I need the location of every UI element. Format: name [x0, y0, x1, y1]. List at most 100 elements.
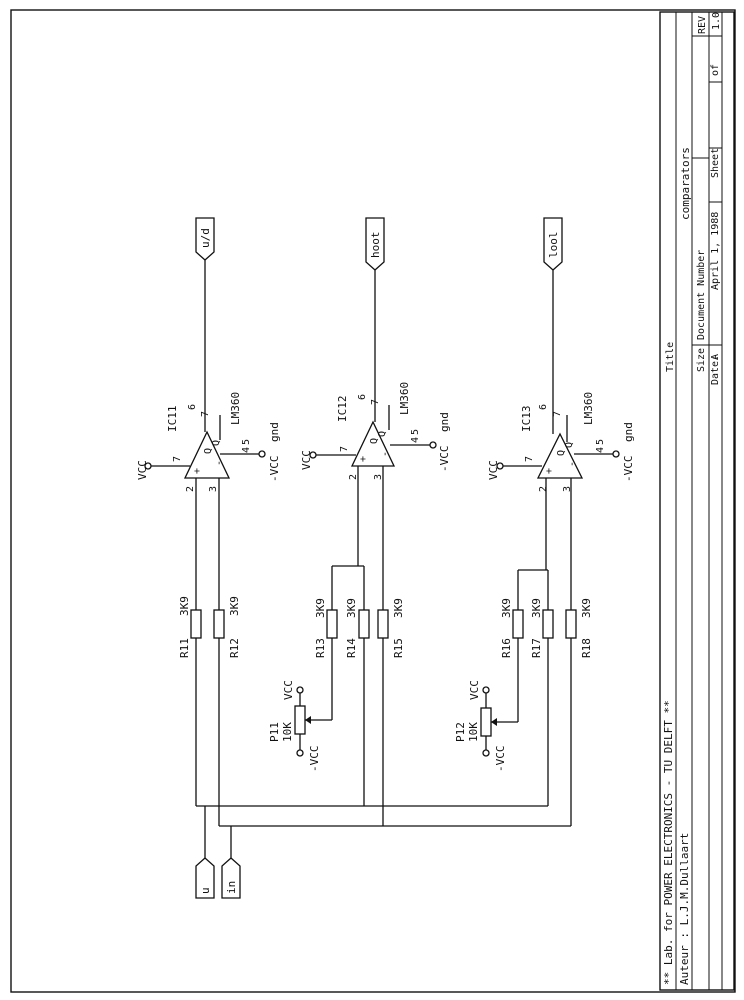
- svg-text:R17: R17: [530, 638, 543, 658]
- svg-text:3K9: 3K9: [178, 596, 191, 616]
- svg-text:LM360: LM360: [229, 392, 242, 425]
- title-block-rev-label: REV: [697, 16, 708, 34]
- svg-text:-VCC: -VCC: [268, 456, 281, 483]
- svg-text:R11: R11: [178, 638, 191, 658]
- svg-text:Q: Q: [369, 438, 380, 444]
- svg-text:2: 2: [348, 474, 359, 480]
- svg-text:IC13: IC13: [520, 406, 533, 433]
- title-block-author: Auteur : L.J.M.Dullaart: [678, 833, 691, 985]
- svg-text:2: 2: [538, 486, 549, 492]
- svg-text:gnd: gnd: [268, 422, 281, 442]
- wires: [148, 260, 616, 858]
- svg-text:IC11: IC11: [166, 406, 179, 433]
- svg-text:Q: Q: [203, 448, 214, 454]
- svg-text:-VCC: -VCC: [622, 456, 635, 483]
- svg-text:+: +: [358, 456, 369, 462]
- svg-text:7: 7: [172, 456, 183, 462]
- resistor-r16: R16 3K9: [500, 598, 524, 658]
- title-block-doc-label: Document Number: [696, 250, 707, 340]
- svg-text:IC12: IC12: [336, 396, 349, 423]
- svg-text:2: 2: [185, 486, 196, 492]
- svg-text:hoot: hoot: [369, 232, 382, 259]
- resistor-r18: R18 3K9: [565, 598, 593, 658]
- svg-text:3K9: 3K9: [530, 598, 543, 618]
- svg-text:R16: R16: [500, 638, 513, 658]
- title-block-lab: ** Lab. for POWER ELECTRONICS - TU DELFT…: [662, 700, 675, 985]
- svg-text:lool: lool: [547, 232, 560, 259]
- potentiometer-p11: P11 10K VCC -VCC: [268, 680, 321, 772]
- svg-text:P11: P11: [268, 722, 281, 742]
- svg-text:-: -: [380, 451, 391, 457]
- svg-text:R14: R14: [345, 638, 358, 658]
- port-low: lool: [543, 217, 563, 271]
- svg-text:3: 3: [562, 486, 573, 492]
- svg-text:R15: R15: [392, 638, 405, 658]
- comparator-ic11: IC11 LM360 6 7 7 + - Q Q 2 3 4 5 VCC -VC…: [136, 392, 281, 492]
- svg-text:5: 5: [410, 429, 421, 435]
- svg-text:-: -: [214, 460, 225, 466]
- title-block-size-label: Size: [696, 348, 707, 372]
- svg-text:4: 4: [410, 437, 421, 443]
- svg-text:R12: R12: [228, 638, 241, 658]
- svg-text:VCC: VCC: [468, 680, 481, 700]
- svg-text:Q: Q: [377, 431, 388, 437]
- svg-text:6: 6: [538, 404, 549, 410]
- title-block-size-value: A: [710, 354, 721, 360]
- title-block-of-label: of: [710, 64, 721, 76]
- svg-text:u: u: [199, 887, 212, 894]
- title-block-title-value: comparators: [679, 147, 692, 220]
- svg-text:R13: R13: [314, 638, 327, 658]
- svg-text:gnd: gnd: [622, 422, 635, 442]
- svg-text:in: in: [225, 881, 238, 894]
- svg-text:Q: Q: [556, 450, 567, 456]
- svg-text:3K9: 3K9: [500, 598, 513, 618]
- svg-text:+: +: [192, 468, 203, 474]
- svg-text:10K: 10K: [467, 722, 480, 742]
- comparator-ic12: IC12 LM360 6 7 7 + - Q Q 2 3 4 5 VCC -VC…: [300, 382, 451, 480]
- port-u: u: [195, 857, 215, 899]
- svg-text:VCC: VCC: [282, 680, 295, 700]
- svg-text:3K9: 3K9: [580, 598, 593, 618]
- svg-text:5: 5: [595, 439, 606, 445]
- port-high: hoot: [365, 217, 385, 271]
- svg-text:LM360: LM360: [582, 392, 595, 425]
- svg-text:7: 7: [339, 446, 350, 452]
- svg-text:3K9: 3K9: [392, 598, 405, 618]
- svg-text:-VCC: -VCC: [308, 746, 321, 773]
- svg-text:7: 7: [370, 399, 381, 405]
- resistor-r14: R14 3K9: [345, 598, 370, 658]
- svg-text:3K9: 3K9: [345, 598, 358, 618]
- svg-text:+: +: [544, 468, 555, 474]
- svg-text:3: 3: [208, 486, 219, 492]
- svg-text:7: 7: [524, 456, 535, 462]
- resistor-r17: R17 3K9: [530, 598, 554, 658]
- port-up-down: u/d: [195, 217, 215, 261]
- port-in: in: [221, 857, 241, 899]
- resistor-r13: R13 3K9: [314, 598, 338, 658]
- svg-text:5: 5: [241, 439, 252, 445]
- title-block-sheet-label: Sheet: [710, 148, 721, 178]
- resistor-r15: R15 3K9: [377, 598, 405, 658]
- svg-text:10K: 10K: [281, 722, 294, 742]
- svg-text:-VCC: -VCC: [494, 746, 507, 773]
- title-block-date-label: Date:: [710, 355, 721, 385]
- svg-text:6: 6: [187, 404, 198, 410]
- svg-text:7: 7: [200, 411, 211, 417]
- svg-text:-VCC: -VCC: [438, 446, 451, 473]
- svg-text:4: 4: [595, 447, 606, 453]
- svg-text:VCC: VCC: [487, 460, 500, 480]
- svg-text:-: -: [567, 461, 578, 467]
- svg-text:6: 6: [357, 394, 368, 400]
- svg-text:Q: Q: [564, 442, 575, 448]
- svg-text:VCC: VCC: [136, 460, 149, 480]
- title-block-title-label: Title: [665, 342, 676, 372]
- svg-text:3K9: 3K9: [314, 598, 327, 618]
- svg-text:Q: Q: [211, 440, 222, 446]
- svg-text:3: 3: [373, 474, 384, 480]
- svg-text:R18: R18: [580, 638, 593, 658]
- drawing-frame: [10, 9, 736, 993]
- svg-text:7: 7: [552, 411, 563, 417]
- title-block-rev-value: 1.0: [711, 12, 722, 30]
- svg-text:3K9: 3K9: [228, 596, 241, 616]
